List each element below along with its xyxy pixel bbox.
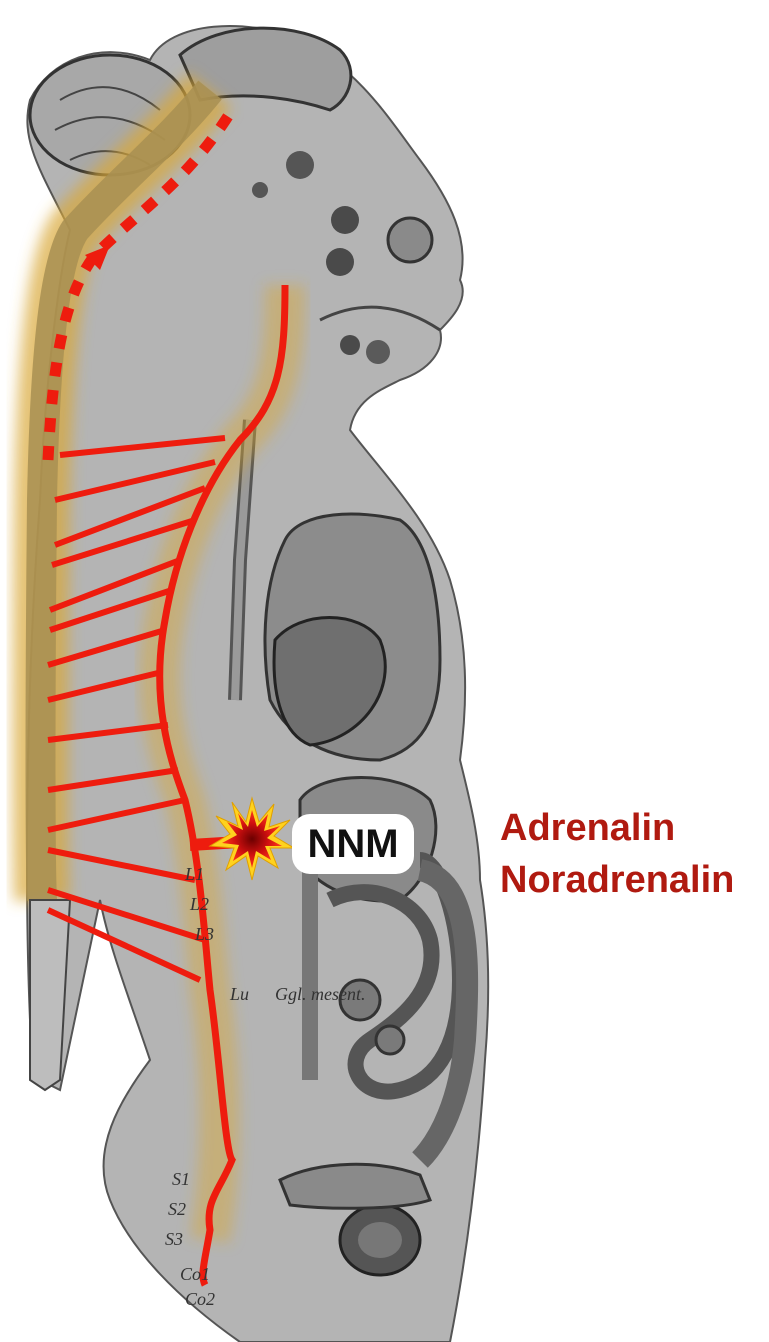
label-l3: L3 [194, 924, 214, 944]
label-s1: S1 [172, 1169, 190, 1189]
hormone-adrenalin: Adrenalin [500, 802, 734, 854]
hormone-labels: Adrenalin Noradrenalin [500, 802, 734, 906]
label-ganglion: Ggl. mesent. [275, 984, 365, 1004]
adrenal-medulla-label: NNM [292, 814, 414, 874]
label-co1: Co1 [180, 1264, 210, 1284]
label-l2: L2 [189, 894, 209, 914]
colon [280, 1164, 430, 1208]
bladder [340, 1205, 420, 1275]
label-s2: S2 [168, 1199, 186, 1219]
label-l1: L1 [184, 864, 204, 884]
label-lu: Lu [229, 984, 249, 1004]
hormone-noradrenalin: Noradrenalin [500, 854, 734, 906]
label-s3: S3 [165, 1229, 183, 1249]
label-co2: Co2 [185, 1289, 215, 1309]
